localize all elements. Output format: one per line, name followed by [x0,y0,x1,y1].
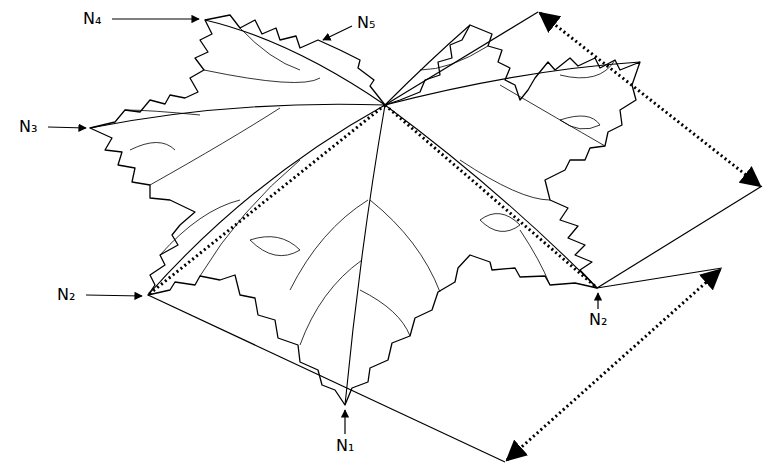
measure-lines [148,12,762,462]
callout-label: N₄ [82,10,102,28]
callout-label: N₅ [356,14,376,32]
callout-label: N₂ [56,286,76,304]
leaf-outline [90,15,640,405]
leaf-secondary-veins [125,28,615,345]
callout-label: N₃ [18,118,38,136]
callout-label: N₂ [588,311,608,329]
callout-arrows [48,19,598,434]
callout-label: N₁ [335,437,355,455]
leaf-veins [90,20,640,405]
